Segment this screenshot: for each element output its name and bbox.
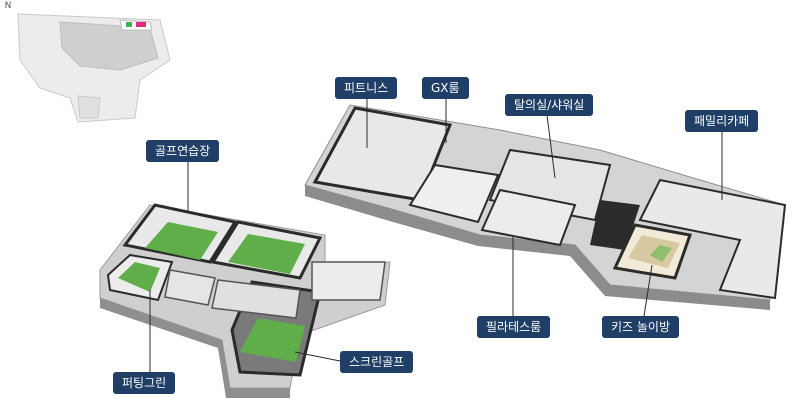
north-compass-icon: N xyxy=(4,1,12,11)
label-locker-shower[interactable]: 탈의실/샤워실 xyxy=(505,94,594,116)
label-kids-room[interactable]: 키즈 놀이방 xyxy=(602,316,680,338)
label-pilates-room[interactable]: 필라테스룸 xyxy=(477,316,551,338)
label-screen-golf[interactable]: 스크린골프 xyxy=(340,351,414,373)
minimap-magenta-marker xyxy=(136,22,146,27)
label-gx-room[interactable]: GX룸 xyxy=(422,77,469,99)
site-minimap xyxy=(17,13,171,123)
label-fitness[interactable]: 피트니스 xyxy=(335,77,398,99)
label-golf-practice[interactable]: 골프연습장 xyxy=(146,140,220,162)
label-putting-green[interactable]: 퍼팅그린 xyxy=(113,372,176,394)
leader-lines xyxy=(149,97,723,372)
label-family-cafe[interactable]: 패밀리카페 xyxy=(685,110,759,132)
golf-block xyxy=(99,203,391,398)
fitness-block xyxy=(304,104,787,310)
minimap-green-marker xyxy=(126,22,132,27)
